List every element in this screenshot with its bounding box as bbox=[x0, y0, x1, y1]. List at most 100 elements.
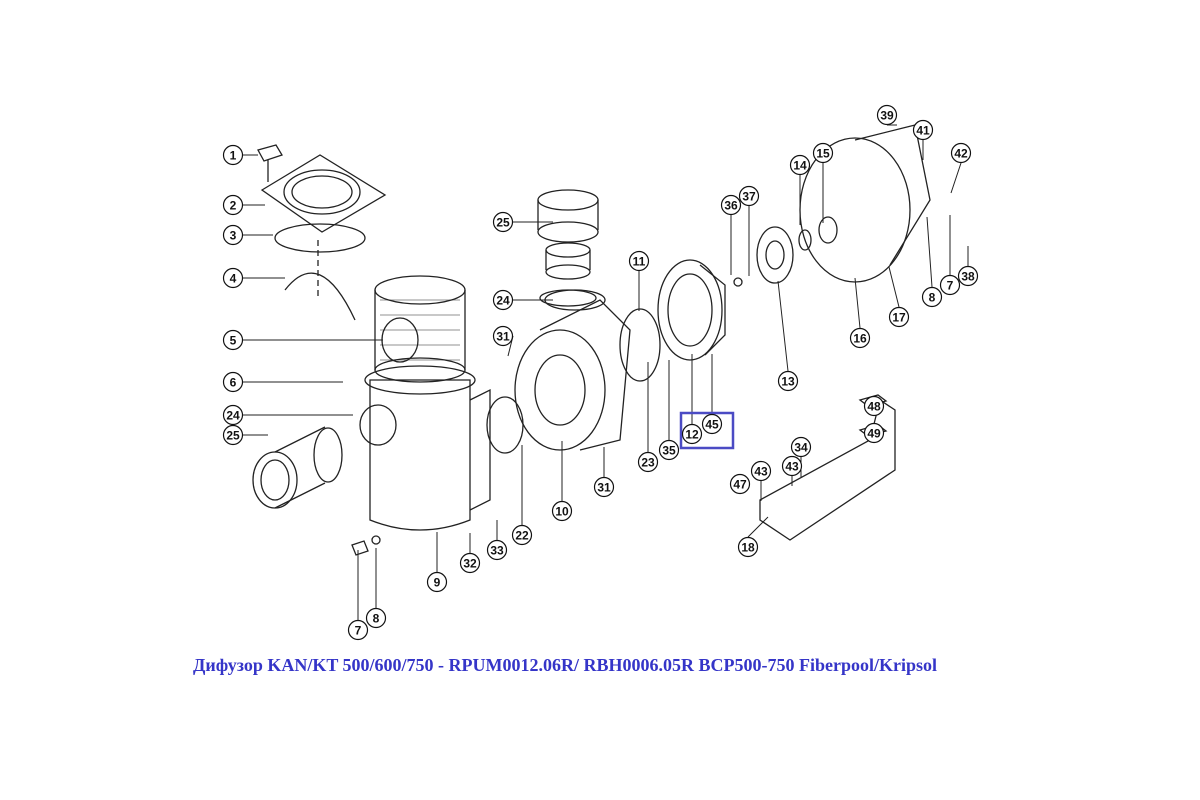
callout-number: 16 bbox=[853, 332, 867, 346]
callout-48: 48 bbox=[863, 395, 885, 417]
callout-12: 12 bbox=[681, 423, 703, 445]
callout-circle bbox=[222, 329, 244, 351]
callout-number: 41 bbox=[916, 124, 930, 138]
callout-6: 6 bbox=[222, 371, 244, 393]
callout-circle bbox=[738, 185, 760, 207]
volute-casing bbox=[514, 289, 631, 451]
callout-number: 1 bbox=[230, 149, 237, 163]
callout-circle bbox=[729, 473, 751, 495]
callout-number: 33 bbox=[490, 544, 504, 558]
callout-number: 8 bbox=[373, 612, 380, 626]
callout-circle bbox=[511, 524, 533, 546]
callout-number: 43 bbox=[754, 465, 768, 479]
callout-circle bbox=[222, 371, 244, 393]
callout-circle bbox=[486, 539, 508, 561]
callout-number: 32 bbox=[463, 557, 477, 571]
callout-number: 10 bbox=[555, 505, 569, 519]
callout-35: 35 bbox=[658, 439, 680, 461]
callout-number: 39 bbox=[880, 109, 894, 123]
pump-housing bbox=[359, 365, 491, 531]
callout-circle bbox=[777, 370, 799, 392]
callout-circle bbox=[781, 455, 803, 477]
callout-number: 11 bbox=[633, 255, 646, 269]
motor-support-foot bbox=[759, 394, 896, 541]
callout-42: 42 bbox=[950, 142, 972, 164]
callout-number: 5 bbox=[230, 334, 237, 348]
callout-circle bbox=[737, 536, 759, 558]
callout-17: 17 bbox=[888, 306, 910, 328]
lid-o-ring bbox=[274, 223, 366, 253]
callout-number: 22 bbox=[515, 529, 529, 543]
basket-clip bbox=[284, 240, 356, 321]
callout-circle bbox=[863, 422, 885, 444]
callout-circle bbox=[750, 460, 772, 482]
callout-circle bbox=[957, 265, 979, 287]
callout-circle bbox=[863, 395, 885, 417]
callout-number: 24 bbox=[496, 294, 510, 308]
callout-number: 43 bbox=[785, 460, 799, 474]
callout-number: 4 bbox=[230, 272, 237, 286]
callout-circle bbox=[222, 224, 244, 246]
callout-33: 33 bbox=[486, 539, 508, 561]
callout-circle bbox=[426, 571, 448, 593]
callout-15: 15 bbox=[812, 142, 834, 164]
callout-49: 49 bbox=[863, 422, 885, 444]
callout-number: 17 bbox=[892, 311, 906, 325]
callout-41: 41 bbox=[912, 119, 934, 141]
callout-circle bbox=[222, 424, 244, 446]
callout-circle bbox=[790, 436, 812, 458]
callout-number: 6 bbox=[230, 376, 237, 390]
callout-circle bbox=[876, 104, 898, 126]
callout-31: 31 bbox=[593, 476, 615, 498]
callout-circle bbox=[789, 154, 811, 176]
callout-number: 37 bbox=[742, 190, 756, 204]
leader-lines bbox=[243, 124, 969, 620]
outlet-union bbox=[537, 189, 599, 307]
callout-9: 9 bbox=[426, 571, 448, 593]
callout-number: 13 bbox=[781, 375, 795, 389]
callout-number: 35 bbox=[662, 444, 676, 458]
callout-45: 45 bbox=[701, 413, 723, 435]
callout-number: 14 bbox=[793, 159, 807, 173]
callout-8: 8 bbox=[921, 286, 943, 308]
callout-number: 7 bbox=[947, 279, 954, 293]
callout-circle bbox=[347, 619, 369, 641]
callout-number: 23 bbox=[641, 456, 655, 470]
callout-circle bbox=[628, 250, 650, 272]
callout-8: 8 bbox=[365, 607, 387, 629]
callout-number: 7 bbox=[355, 624, 362, 638]
callout-7: 7 bbox=[939, 274, 961, 296]
callout-3: 3 bbox=[222, 224, 244, 246]
callout-circle bbox=[492, 325, 514, 347]
callout-43: 43 bbox=[750, 460, 772, 482]
callout-circle bbox=[939, 274, 961, 296]
highlight-box bbox=[679, 411, 735, 450]
callout-circle bbox=[222, 144, 244, 166]
strainer-basket bbox=[374, 275, 466, 383]
callout-number: 2 bbox=[230, 199, 237, 213]
callout-circle bbox=[921, 286, 943, 308]
callout-number: 9 bbox=[434, 576, 441, 590]
callout-24: 24 bbox=[492, 289, 514, 311]
callout-5: 5 bbox=[222, 329, 244, 351]
callout-circle bbox=[720, 194, 742, 216]
diffuser bbox=[657, 259, 726, 361]
callout-circle bbox=[849, 327, 871, 349]
callout-number: 47 bbox=[733, 478, 747, 492]
callout-number: 45 bbox=[705, 418, 719, 432]
callout-22: 22 bbox=[511, 524, 533, 546]
callout-number: 15 bbox=[816, 147, 830, 161]
callout-37: 37 bbox=[738, 185, 760, 207]
callout-number: 31 bbox=[496, 330, 510, 344]
callout-4: 4 bbox=[222, 267, 244, 289]
callout-number: 34 bbox=[794, 441, 808, 455]
part-caption: Дифузор KAN/KT 500/600/750 - RPUM0012.06… bbox=[192, 655, 938, 675]
callout-circle bbox=[912, 119, 934, 141]
callout-39: 39 bbox=[876, 104, 898, 126]
callout-number: 42 bbox=[954, 147, 968, 161]
callout-14: 14 bbox=[789, 154, 811, 176]
volute-o-ring bbox=[486, 308, 661, 454]
lid-knob bbox=[257, 144, 283, 182]
callout-7: 7 bbox=[347, 619, 369, 641]
